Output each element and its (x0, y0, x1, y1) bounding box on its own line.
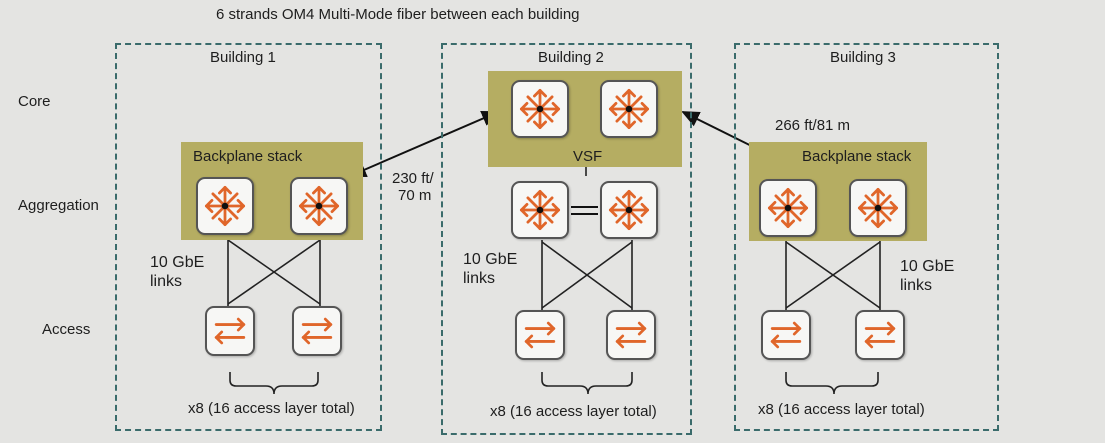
router-arrows-icon (519, 189, 561, 231)
router-arrows-icon (608, 88, 650, 130)
router-arrows-icon (857, 187, 899, 229)
b1-aggregation-switch-1 (196, 177, 254, 235)
building-3-stack-label: Backplane stack (802, 148, 912, 165)
building-3-links-label-line1: 10 GbE (900, 258, 955, 275)
building-2-links-label-line2: links (463, 270, 496, 287)
switch-arrows-icon (615, 321, 647, 349)
b3-access-switch-1 (761, 310, 811, 360)
b2-core-switch-2 (600, 80, 658, 138)
layer-label-aggregation: Aggregation (18, 197, 99, 214)
building-2-title: Building 2 (538, 49, 604, 66)
router-arrows-icon (608, 189, 650, 231)
router-arrows-icon (298, 185, 340, 227)
building-1-links-label-line1: 10 GbE (150, 254, 205, 271)
distance-b1-b2-line1: 230 ft/ (392, 170, 434, 187)
building-3-title: Building 3 (830, 49, 896, 66)
distance-b1-b2-line2: 70 m (398, 187, 432, 204)
switch-arrows-icon (524, 321, 556, 349)
b1-access-switch-1 (205, 306, 255, 356)
building-2-links-label-line1: 10 GbE (463, 251, 518, 268)
building-1-access-total: x8 (16 access layer total) (188, 400, 355, 417)
building-2-boundary (441, 43, 692, 435)
switch-arrows-icon (770, 321, 802, 349)
building-2-vsf-label: VSF (573, 148, 603, 165)
router-arrows-icon (767, 187, 809, 229)
switch-arrows-icon (301, 317, 333, 345)
b3-aggregation-switch-1 (759, 179, 817, 237)
building-3-access-total: x8 (16 access layer total) (758, 401, 925, 418)
layer-label-access: Access (42, 321, 91, 338)
router-arrows-icon (519, 88, 561, 130)
switch-arrows-icon (214, 317, 246, 345)
distance-b2-b3: 266 ft/81 m (775, 117, 851, 134)
b2-access-switch-2 (606, 310, 656, 360)
building-1-stack-label: Backplane stack (193, 148, 303, 165)
building-2-access-total: x8 (16 access layer total) (490, 403, 657, 420)
building-3-boundary (734, 43, 999, 431)
b2-access-switch-1 (515, 310, 565, 360)
building-1-title: Building 1 (210, 49, 276, 66)
b2-aggregation-switch-1 (511, 181, 569, 239)
switch-arrows-icon (864, 321, 896, 349)
b1-aggregation-switch-2 (290, 177, 348, 235)
b1-access-switch-2 (292, 306, 342, 356)
b2-aggregation-switch-2 (600, 181, 658, 239)
building-1-links-label-line2: links (150, 273, 183, 290)
router-arrows-icon (204, 185, 246, 227)
b3-access-switch-2 (855, 310, 905, 360)
building-3-links-label-line2: links (900, 277, 933, 294)
layer-label-core: Core (18, 93, 51, 110)
b2-core-switch-1 (511, 80, 569, 138)
building-1-boundary (115, 43, 382, 431)
diagram-title: 6 strands OM4 Multi-Mode fiber between e… (216, 6, 580, 23)
b3-aggregation-switch-2 (849, 179, 907, 237)
